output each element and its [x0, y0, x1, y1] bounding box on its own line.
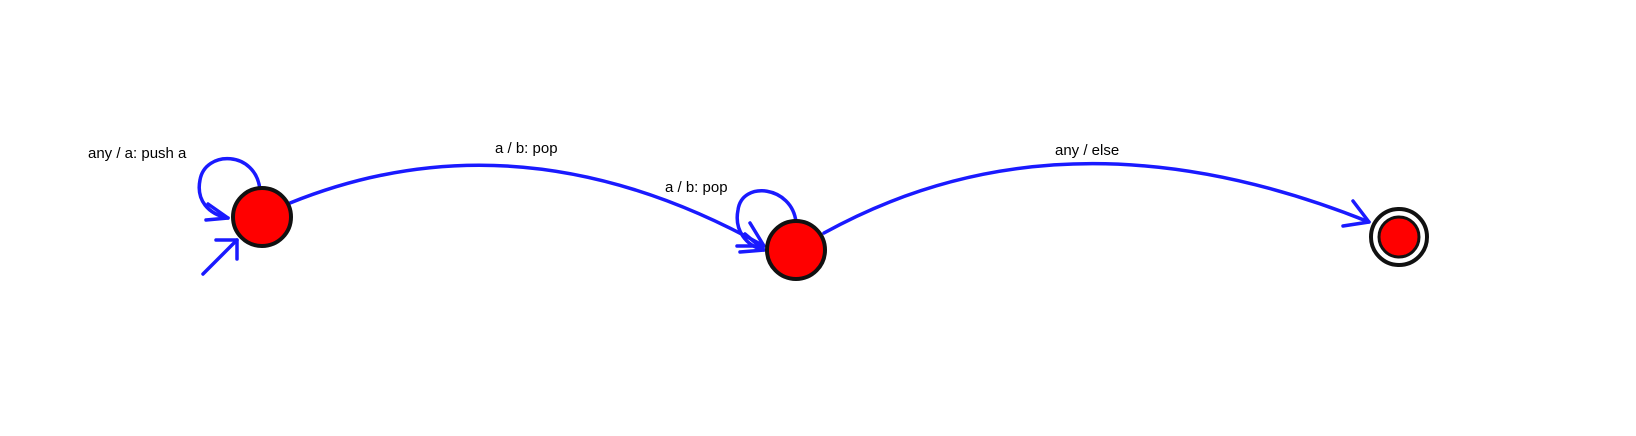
state-q2-accepting[interactable]: [1369, 207, 1429, 267]
self-loop-q1: [735, 189, 798, 254]
edge-q1-q2: [822, 161, 1371, 235]
state-q0[interactable]: [231, 186, 293, 248]
initial-arrow: [201, 238, 239, 276]
state-q1[interactable]: [765, 219, 827, 281]
edge-q0-q1: [288, 163, 766, 248]
label-self-loop-q1: a / b: pop: [665, 179, 728, 196]
label-edge-q0-q1: a / b: pop: [495, 140, 558, 157]
self-loop-q0: [197, 157, 262, 222]
label-self-loop-q0: any / a: push a: [88, 145, 187, 162]
label-edge-q1-q2: any / else: [1055, 142, 1119, 159]
